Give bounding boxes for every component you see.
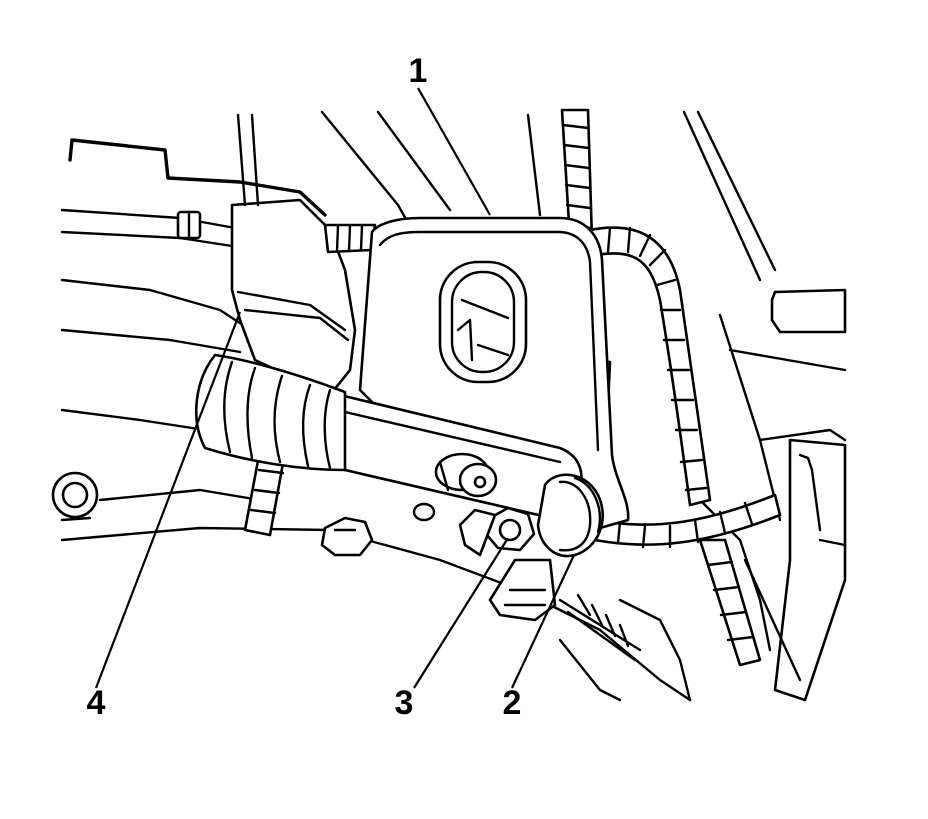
corrugated-harness-right — [588, 226, 712, 507]
leader-line-4 — [94, 311, 242, 689]
callout-1: 1 — [409, 52, 428, 90]
cable-terminal-ring — [536, 473, 604, 558]
corrugated-harness-branch — [593, 493, 782, 667]
right-bracket — [728, 288, 847, 702]
callout-3: 3 — [395, 684, 414, 722]
ground-stud-nut — [458, 506, 536, 557]
callout-2: 2 — [503, 684, 522, 722]
lower-clip — [488, 558, 557, 622]
leader-line-3 — [413, 537, 509, 689]
center-bolt-head — [320, 516, 374, 557]
ribbed-hose-lower — [558, 593, 642, 662]
callout-4: 4 — [87, 684, 106, 722]
leader-line-1 — [417, 87, 491, 216]
left-bolt-nut — [51, 471, 99, 519]
callout-leaders — [94, 87, 575, 689]
intake-duct — [230, 198, 357, 397]
leader-line-2 — [511, 554, 575, 689]
cable-boot — [195, 353, 347, 472]
cable-tie — [176, 210, 202, 240]
stud-cap — [412, 452, 498, 522]
upper-left-housing — [60, 138, 327, 432]
